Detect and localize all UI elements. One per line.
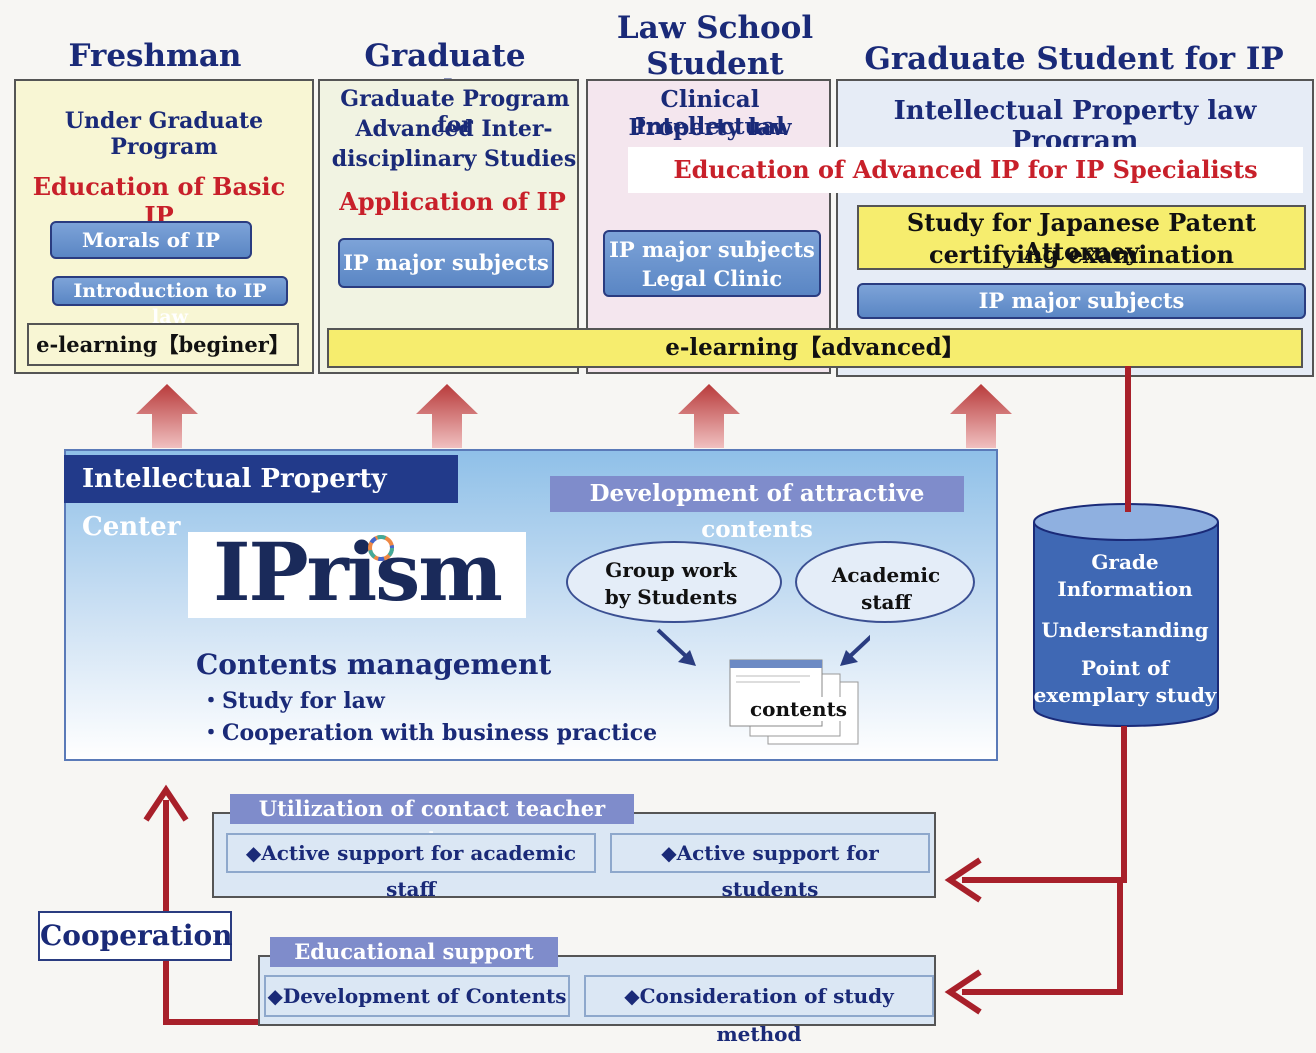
consideration-of-study-method: ◆Consideration of study method [584, 975, 934, 1046]
contact-system-title: Utilization of contact teacher system [230, 794, 634, 851]
academic-staff-line-1: Academic [831, 563, 941, 587]
db-line-5: exemplary study [1033, 683, 1217, 707]
db-line-1: Grade [1091, 550, 1159, 574]
academic-staff-line-2: staff [861, 590, 911, 614]
iprism-logo-text: IPrism [213, 525, 503, 619]
elearning-beginner: e-learning【beginer】 [27, 323, 299, 366]
col2-title-3: disciplinary Studies [331, 146, 577, 172]
header-freshman: Freshman [68, 38, 242, 74]
development-label: Development of attractive contents [550, 476, 964, 543]
col2-red-label: Application of IP [339, 187, 566, 216]
red-connectors [143, 366, 1131, 1025]
col4-patent-attorney-box [857, 205, 1306, 270]
db-line-4: Point of [1080, 656, 1170, 680]
db-line-3: Understanding [1041, 618, 1209, 642]
col4-yellow-line-1: Study for Japanese Patent Attorney [906, 208, 1257, 266]
pill-line-2: Legal Clinic [641, 266, 783, 291]
col2-title-2: Advanced Inter- [355, 116, 553, 142]
col3-title-1: Clinical Intellectual [635, 86, 785, 140]
arrow-left-down [656, 628, 696, 666]
arrow-up-1 [136, 384, 198, 448]
col3-title-2: Property law [628, 114, 792, 141]
development-of-contents: ◆Development of Contents [264, 975, 570, 1017]
pill-introduction-to-ip-law: Introduction to IP law [52, 276, 288, 328]
group-work-line-1: Group work [605, 558, 737, 582]
support-academic-staff: ◆Active support for academic staff [226, 833, 596, 901]
pill-ip-major-subjects-grad: IP major subjects [338, 238, 554, 288]
bullet-study-for-law: ・Study for law [200, 688, 385, 714]
group-work-ellipse [566, 541, 782, 623]
col4-yellow-line-2: certifying examination [928, 240, 1234, 269]
group-work-line-2: by Students [604, 585, 738, 609]
contents-label: contents [748, 697, 850, 721]
elearning-advanced: e-learning【advanced】 [327, 328, 1303, 368]
up-arrows [136, 384, 1012, 448]
col2-title-1: Graduate Program for [340, 86, 570, 138]
cooperation-label: Cooperation [38, 911, 233, 961]
arrow-right-down [840, 634, 870, 666]
pill-morals-of-ip: Morals of IP [50, 221, 252, 259]
pill-line-1: IP major subjects [609, 237, 815, 262]
db-line-2: Information [1057, 577, 1193, 601]
pill-ip-major-legal-clinic [603, 230, 821, 297]
edu-support-title: Educational support [270, 937, 558, 967]
col1-title: Under Graduate Program [64, 108, 264, 160]
header-law-school-1: Law School [616, 10, 814, 46]
support-students: ◆Active support for students [610, 833, 930, 901]
column-graduate [318, 79, 579, 374]
header-law-school-2: Student [646, 46, 784, 82]
bullet-cooperation: ・Cooperation with business practice [200, 720, 658, 746]
arrow-up-4 [950, 384, 1012, 448]
prism-icon [368, 535, 394, 561]
arrow-up-3 [678, 384, 740, 448]
col1-red-label: Education of Basic IP [32, 172, 286, 230]
arrow-up-2 [416, 384, 478, 448]
ip-center-title: Intellectual Property Center [64, 455, 458, 542]
column-law-school [586, 79, 831, 374]
contents-management: Contents management [196, 648, 552, 681]
iprism-logo [188, 532, 526, 618]
pill-ip-major-subjects-ip: IP major subjects [857, 283, 1306, 319]
col4-red-label: Education of Advanced IP for IP Speciali… [628, 147, 1303, 193]
academic-staff-ellipse [795, 541, 975, 623]
